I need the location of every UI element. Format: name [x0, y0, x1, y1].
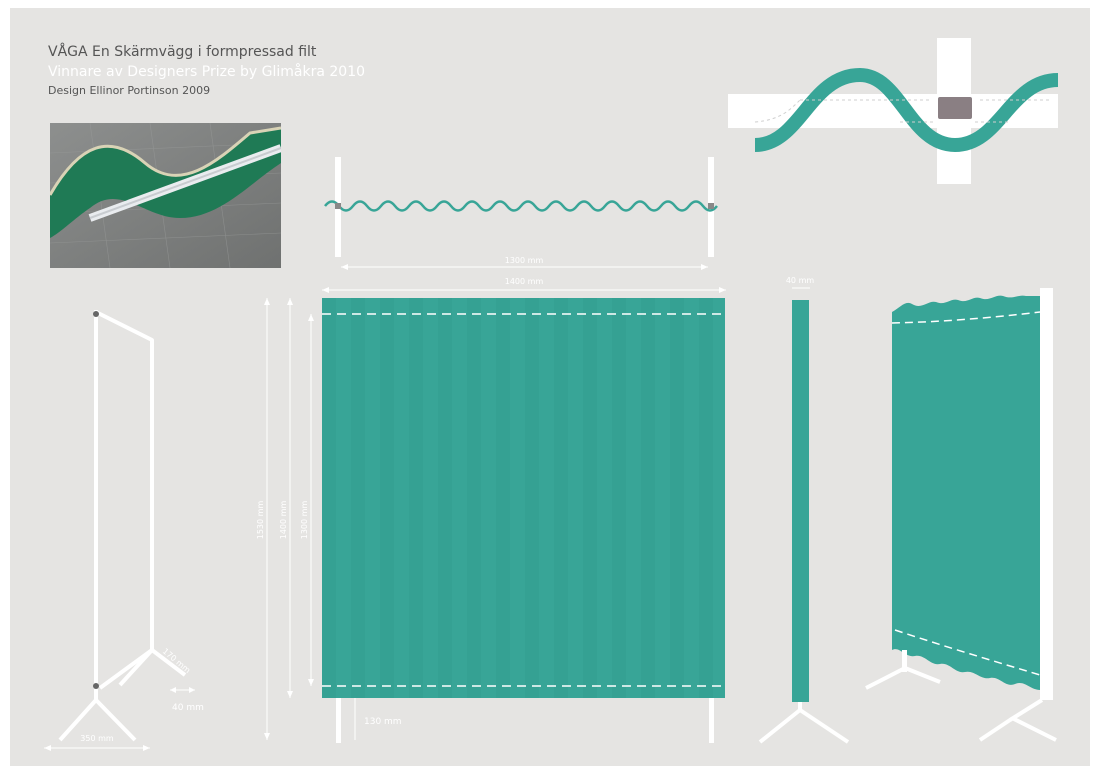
- product-title: VÅGA En Skärmvägg i formpressad filt: [48, 44, 317, 60]
- dimension-height-frame: 1400 mm: [279, 298, 293, 698]
- perspective-view: [865, 288, 1057, 742]
- side-frame-joint-bottom: [93, 683, 99, 689]
- header-block: VÅGA En Skärmvägg i formpressad filt Vin…: [48, 42, 365, 100]
- label-width-inner: 1300 mm: [505, 256, 544, 265]
- side-frame-view: [58, 310, 187, 742]
- label-height-felt: 1300 mm: [300, 501, 309, 540]
- label-height-frame: 1400 mm: [279, 501, 288, 540]
- dimension-foot: 40 mm 170 mm 350 mm: [44, 647, 204, 751]
- product-photo: [50, 123, 281, 268]
- side-frame-joint-top: [93, 311, 99, 317]
- joint-detail: [728, 38, 1059, 184]
- front-view: [322, 298, 725, 743]
- designer-credit: Design Ellinor Portinson 2009: [48, 84, 211, 97]
- dimension-leg-clearance: 130 mm: [354, 698, 402, 740]
- label-width-outer: 1400 mm: [505, 277, 544, 286]
- plan-view: [324, 157, 718, 257]
- label-foot-width: 350 mm: [80, 734, 114, 743]
- label-height-total: 1530 mm: [256, 501, 265, 540]
- prize-subtitle: Vinnare av Designers Prize by Glimåkra 2…: [48, 64, 366, 80]
- label-leg-clearance: 130 mm: [364, 717, 402, 727]
- label-depth-side: 40 mm: [786, 276, 815, 285]
- dimension-1300: 1300 mm: [341, 256, 708, 270]
- edge-view: 40 mm: [758, 276, 850, 744]
- label-foot-depth: 40 mm: [172, 703, 204, 713]
- dimension-1400: 1400 mm: [322, 277, 726, 293]
- dimension-height-total: 1530 mm: [256, 298, 270, 740]
- dimension-height-felt: 1300 mm: [300, 314, 314, 686]
